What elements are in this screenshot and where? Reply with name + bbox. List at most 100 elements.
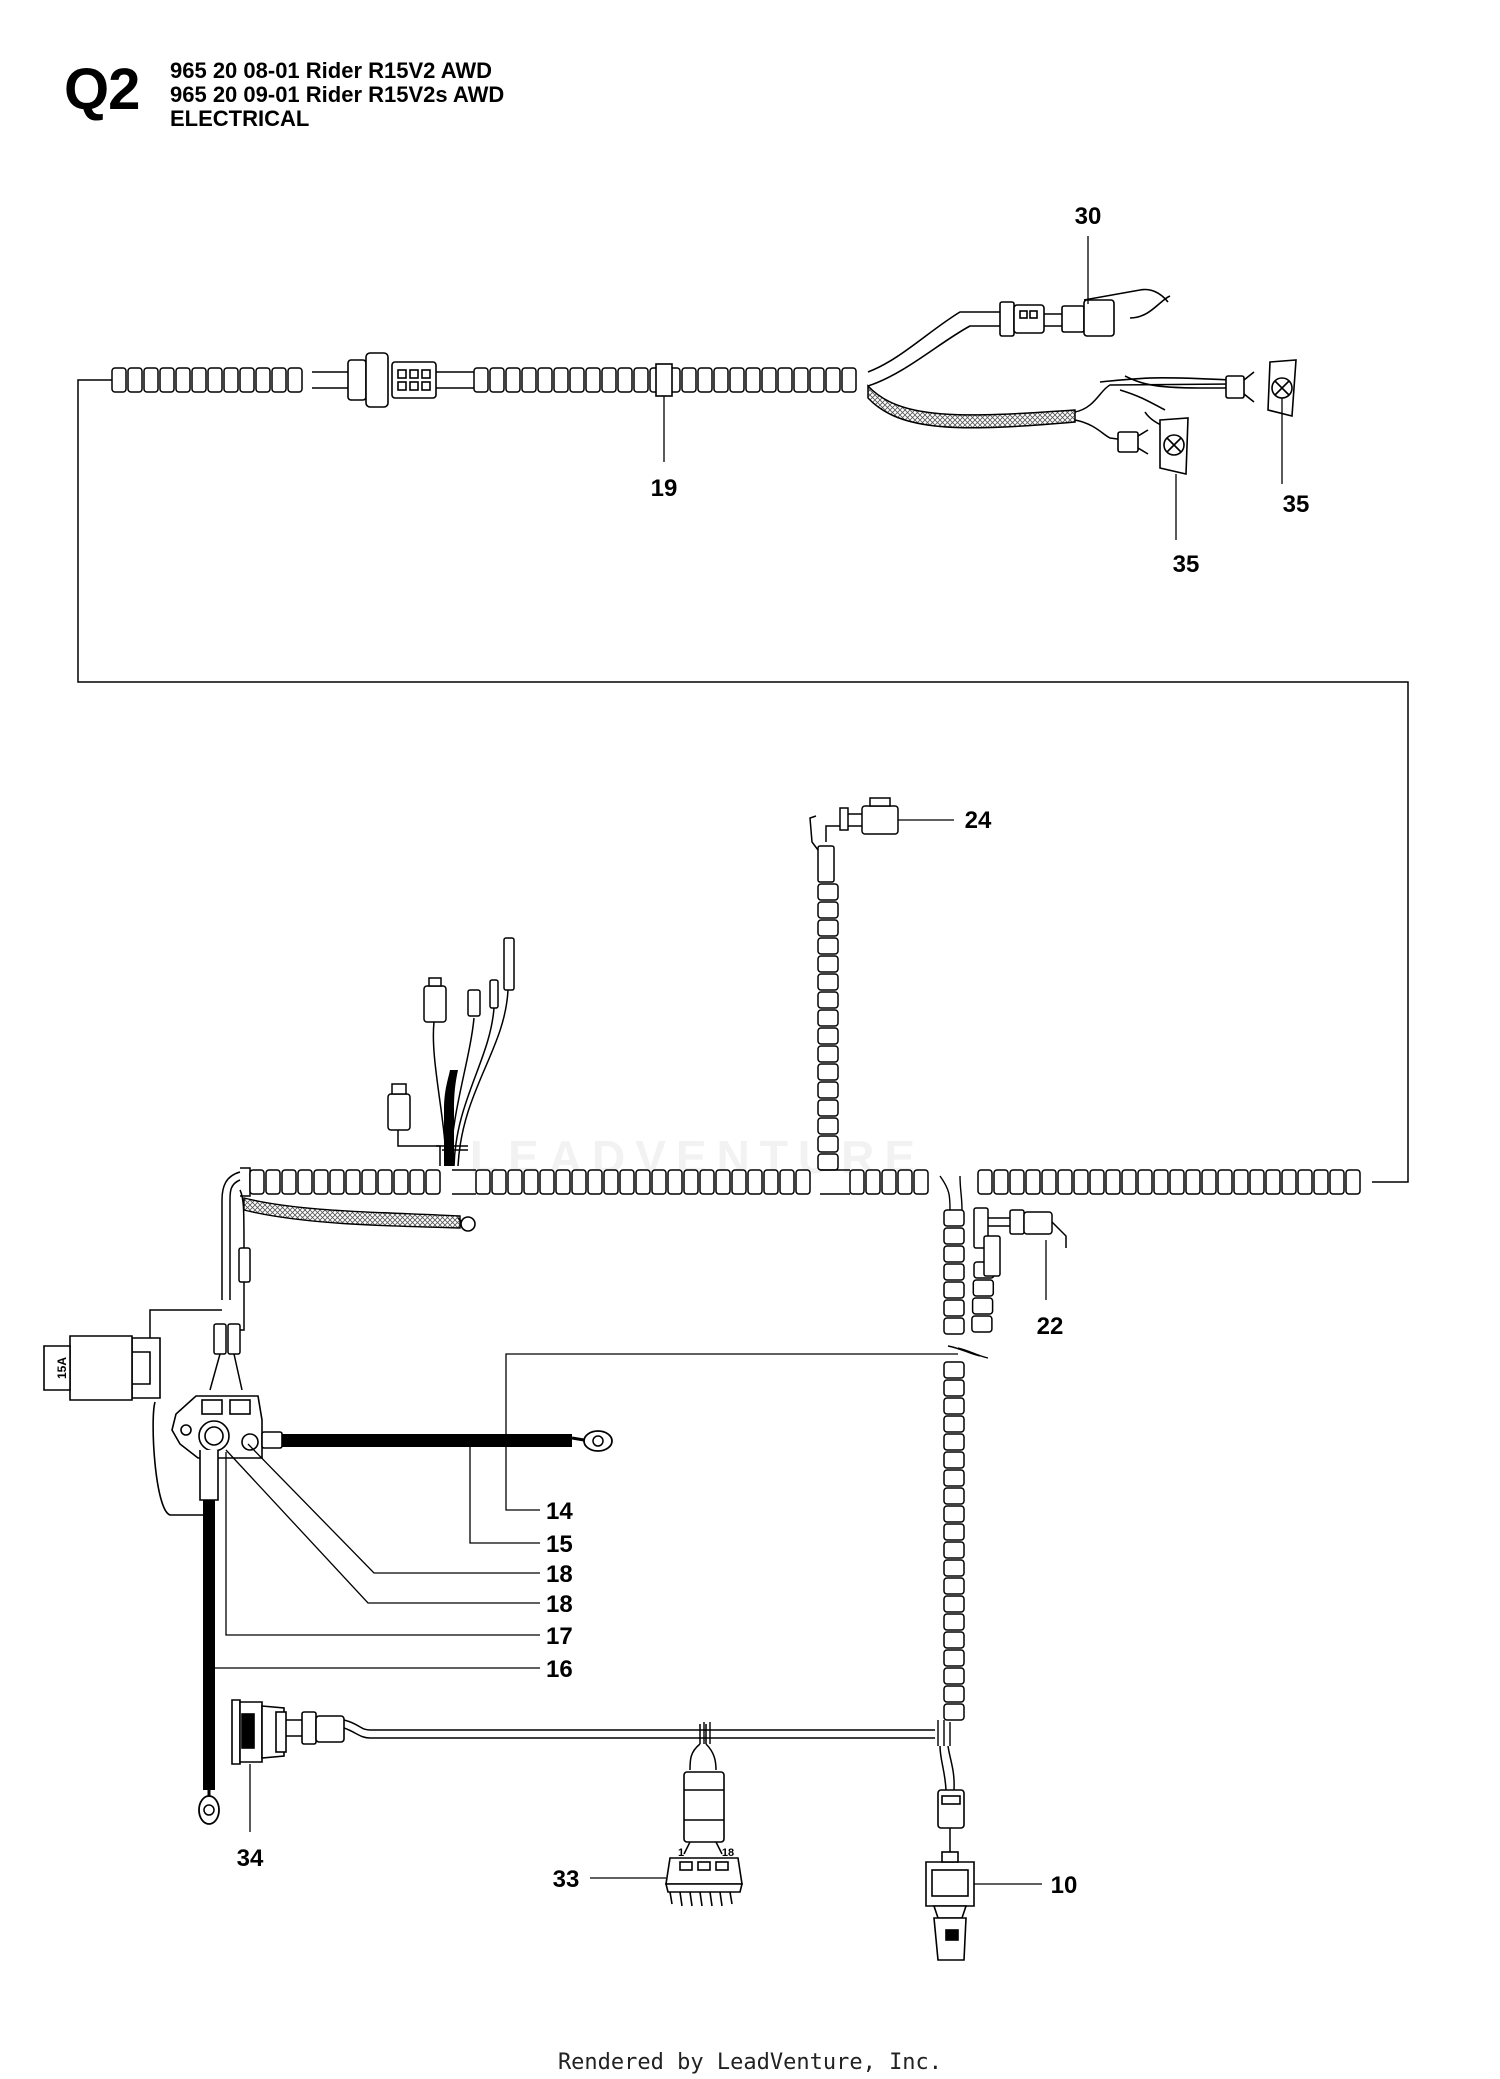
harness-segment xyxy=(537,367,553,393)
harness-segment xyxy=(763,1169,779,1195)
key-switch-33-icon xyxy=(664,1771,744,1907)
diagram-code: Q2 xyxy=(64,57,140,122)
harness-segment xyxy=(585,367,601,393)
harness-segment xyxy=(943,1613,965,1631)
harness-segment xyxy=(971,1315,993,1333)
harness-segment xyxy=(523,1169,539,1195)
harness-segment xyxy=(683,1169,699,1195)
harness-segment xyxy=(817,973,839,991)
harness-segment xyxy=(943,1685,965,1703)
harness-clip xyxy=(655,363,673,397)
seat-switch-icon xyxy=(999,288,1169,337)
harness-segment xyxy=(943,1595,965,1613)
harness-segment xyxy=(943,1577,965,1595)
harness-segment xyxy=(761,367,777,393)
harness-segment xyxy=(715,1169,731,1195)
battery-cable-16 xyxy=(198,1500,220,1825)
harness-segment xyxy=(817,1045,839,1063)
harness-segment xyxy=(943,1541,965,1559)
left-harness-wires xyxy=(138,1171,245,1347)
harness-segment xyxy=(825,367,841,393)
harness-segment xyxy=(633,367,649,393)
callout-15: 15 xyxy=(546,1531,573,1558)
harness-segment xyxy=(489,367,505,393)
switch-24-lead xyxy=(809,797,899,883)
harness-segment xyxy=(943,1299,965,1317)
harness-segment xyxy=(571,1169,587,1195)
harness-segment xyxy=(817,991,839,1009)
harness-segment xyxy=(603,1169,619,1195)
harness-segment xyxy=(809,367,825,393)
callout-33: 33 xyxy=(553,1866,580,1893)
harness-segment xyxy=(817,1153,839,1171)
harness-segment xyxy=(553,367,569,393)
harness-segment xyxy=(993,1169,1009,1195)
harness-segment xyxy=(699,1169,715,1195)
harness-segment xyxy=(635,1169,651,1195)
harness-segment xyxy=(287,367,303,393)
main-harness-segments xyxy=(249,1169,1361,1195)
harness-segment xyxy=(491,1169,507,1195)
harness-segment xyxy=(943,1281,965,1299)
headlight-bulb-icon xyxy=(1225,359,1297,418)
harness-segment xyxy=(1009,1169,1025,1195)
callout-16: 16 xyxy=(546,1656,573,1683)
harness-segment xyxy=(313,1169,329,1195)
harness-segment xyxy=(817,1027,839,1045)
callout-19: 19 xyxy=(651,475,678,502)
harness-segment xyxy=(555,1169,571,1195)
harness-segment xyxy=(943,1415,965,1433)
harness-segment xyxy=(1201,1169,1217,1195)
harness-segment xyxy=(865,1169,881,1195)
harness-segment xyxy=(943,1397,965,1415)
fuse-holder-icon xyxy=(43,1335,204,1516)
harness-segment xyxy=(1089,1169,1105,1195)
callout-35: 35 xyxy=(1283,491,1310,518)
harness-segment xyxy=(651,1169,667,1195)
harness-segment xyxy=(943,1245,965,1263)
harness-segment xyxy=(1217,1169,1233,1195)
harness-segment xyxy=(817,1135,839,1153)
harness-segment xyxy=(569,367,585,393)
callout-leaders xyxy=(215,236,1283,1885)
harness-segment xyxy=(345,1169,361,1195)
callout-18-second: 18 xyxy=(546,1591,573,1618)
harness-segment xyxy=(223,367,239,393)
harness-segment xyxy=(175,367,191,393)
harness-segment xyxy=(1345,1169,1361,1195)
harness-segment xyxy=(521,367,537,393)
harness-segment xyxy=(977,1169,993,1195)
harness-segment xyxy=(1329,1169,1345,1195)
harness-segment xyxy=(729,367,745,393)
harness-segment xyxy=(747,1169,763,1195)
harness-segment xyxy=(1313,1169,1329,1195)
harness-segment xyxy=(425,1169,441,1195)
harness-segment xyxy=(817,901,839,919)
harness-segment xyxy=(972,1279,995,1297)
harness-segment xyxy=(1025,1169,1041,1195)
harness-segment xyxy=(697,367,713,393)
ring-terminal xyxy=(457,1216,476,1232)
harness-segment xyxy=(143,367,159,393)
harness-segment xyxy=(207,367,223,393)
harness-segment xyxy=(239,367,255,393)
harness-segment xyxy=(943,1379,965,1397)
harness-segment xyxy=(943,1209,965,1227)
harness-segment xyxy=(271,367,287,393)
starter-solenoid-icon xyxy=(171,1395,283,1501)
harness-segment xyxy=(1265,1169,1281,1195)
harness-segment xyxy=(881,1169,897,1195)
lower-harness-wires xyxy=(343,1719,955,1860)
harness-segment xyxy=(943,1361,965,1379)
harness-segment xyxy=(1153,1169,1169,1195)
harness-segment xyxy=(297,1169,313,1195)
harness-segment xyxy=(849,1169,865,1195)
callout-10: 10 xyxy=(1051,1872,1078,1899)
harness-segment xyxy=(817,1063,839,1081)
harness-segment xyxy=(817,955,839,973)
harness-segment xyxy=(601,367,617,393)
harness-segment xyxy=(731,1169,747,1195)
harness-segment xyxy=(1121,1169,1137,1195)
harness-segment xyxy=(817,883,839,901)
ignition-switch-34-icon xyxy=(231,1699,345,1765)
